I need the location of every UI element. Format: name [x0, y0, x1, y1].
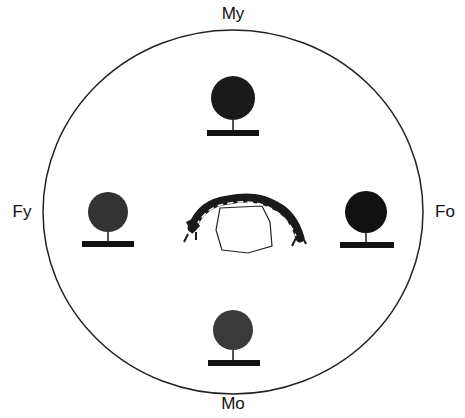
stimulus-bottom — [208, 310, 260, 366]
stimulus-right — [340, 191, 394, 248]
position-label: Fy — [13, 203, 32, 222]
position-label: Fo — [435, 203, 455, 222]
caterpillar-figure — [184, 198, 306, 253]
stimulus-left — [82, 192, 134, 247]
arena-circle — [43, 30, 423, 394]
position-label: My — [222, 5, 245, 24]
position-label: Mo — [221, 395, 245, 414]
stimulus-top — [207, 76, 259, 136]
